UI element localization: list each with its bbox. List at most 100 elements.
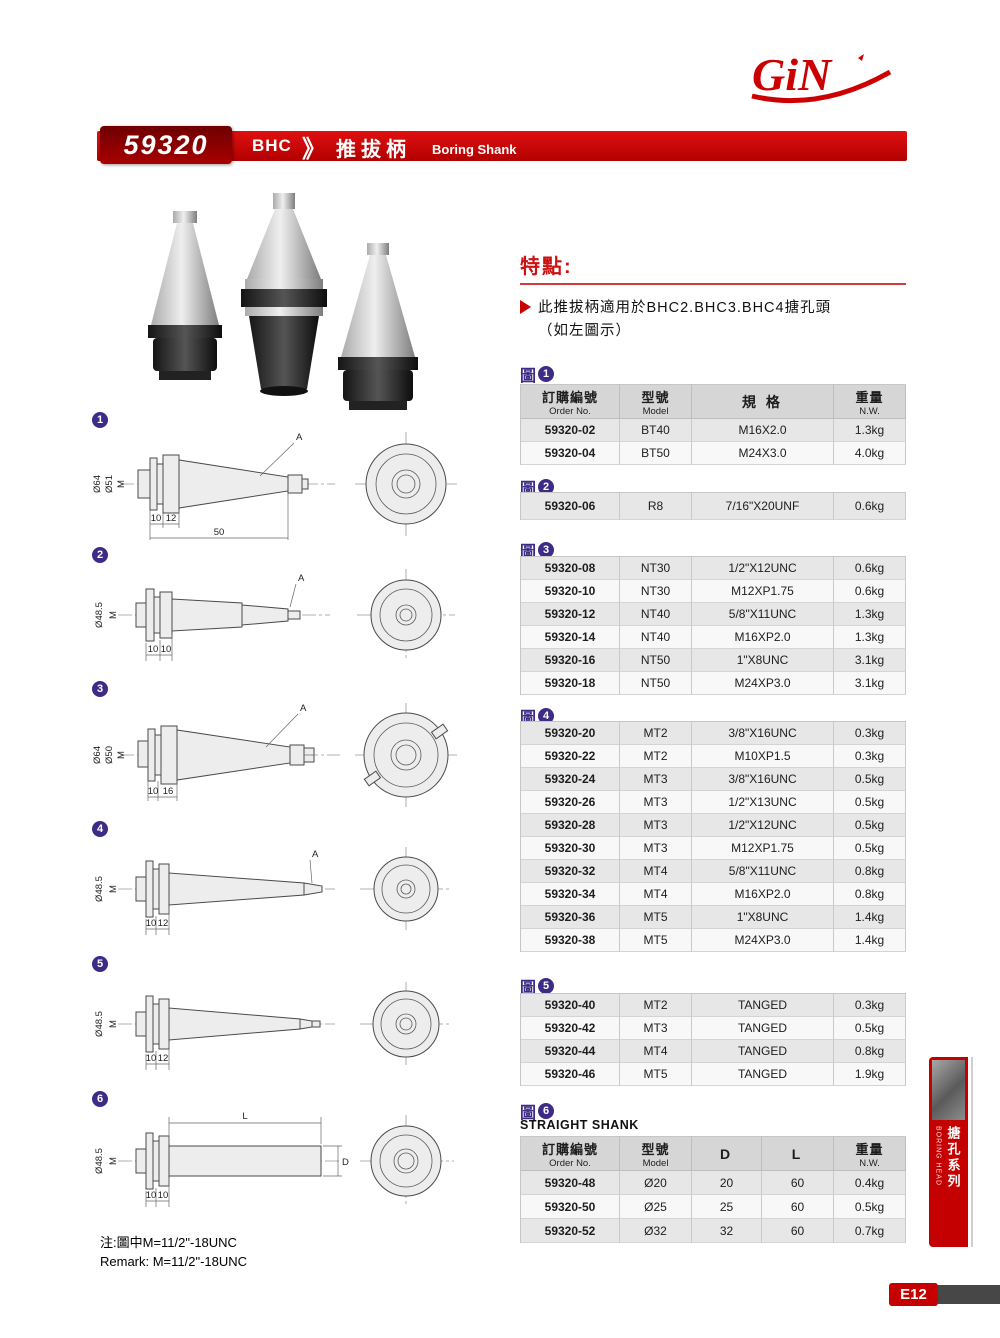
table-cell: 0.7kg xyxy=(834,1219,906,1243)
table-cell: TANGED xyxy=(692,1017,834,1040)
table-cell: 4.0kg xyxy=(834,442,906,465)
table-cell: 0.8kg xyxy=(834,1040,906,1063)
fig4-number-badge: 4 xyxy=(92,821,108,837)
table-cell: 59320-28 xyxy=(521,814,620,837)
table-cell: BT40 xyxy=(620,419,692,442)
col-order-zh: 訂購編號 xyxy=(541,389,598,405)
table-cell: 1"X8UNC xyxy=(692,906,834,929)
side-tab-texts: BORING HEAD 搪孔系列 xyxy=(929,1122,968,1247)
drawing-fig6: 6 Ø48.5 M L D 10 10 xyxy=(90,1091,475,1225)
table-cell: Ø20 xyxy=(620,1171,692,1195)
table-cell: NT50 xyxy=(620,649,692,672)
feature-item: 此推拔柄適用於BHC2.BHC3.BHC4搪孔頭 xyxy=(520,296,831,317)
col-order: 訂購編號 Order No. xyxy=(521,1137,620,1171)
dim-label: Ø48.5 xyxy=(94,1148,105,1174)
table-cell: 60 xyxy=(762,1219,834,1243)
dim-label: M xyxy=(108,1020,119,1028)
bullet-triangle-icon xyxy=(520,299,531,314)
fig4-badge: 4 xyxy=(538,708,555,724)
table-cell: 5/8"X11UNC xyxy=(692,860,834,883)
table-cell: 3.1kg xyxy=(834,672,906,695)
side-tab: BORING HEAD 搪孔系列 xyxy=(929,1057,968,1247)
dim-label: 10 xyxy=(161,644,172,655)
fig-word: 圖 xyxy=(520,368,537,385)
table-cell: 1.3kg xyxy=(834,626,906,649)
fig-word: 圖 xyxy=(520,1105,537,1122)
table-cell: MT4 xyxy=(620,1040,692,1063)
remark-note: 注:圖中M=11/2"-18UNC Remark: M=11/2"-18UNC xyxy=(100,1234,247,1272)
table-cell: M24XP3.0 xyxy=(692,672,834,695)
table-cell: 1/2"X12UNC xyxy=(692,814,834,837)
dim-label: M xyxy=(108,1157,119,1165)
page-title-en: Boring Shank xyxy=(432,142,517,157)
table-cell: 0.5kg xyxy=(834,1017,906,1040)
dim-label: 10 xyxy=(146,918,157,929)
col-l: L xyxy=(762,1137,834,1171)
table-cell: NT40 xyxy=(620,603,692,626)
table-cell: 59320-08 xyxy=(521,557,620,580)
table-header: 訂購編號 Order No. 型號 Model D L 重量 N.W. xyxy=(521,1137,906,1171)
dim-label: 10 xyxy=(146,1053,157,1064)
features-rule xyxy=(520,283,906,285)
fig6-table: 訂購編號 Order No. 型號 Model D L 重量 N.W. 5932… xyxy=(520,1136,906,1243)
table-cell: 59320-18 xyxy=(521,672,620,695)
table-cell: 0.5kg xyxy=(834,837,906,860)
table-cell: R8 xyxy=(620,493,692,520)
table-cell: M24XP3.0 xyxy=(692,929,834,952)
fig1-number-badge: 1 xyxy=(92,412,108,428)
dim-label: Ø51 xyxy=(104,475,115,493)
table-cell: 59320-26 xyxy=(521,791,620,814)
table-cell: 59320-52 xyxy=(521,1219,620,1243)
fig6-number-badge: 6 xyxy=(92,1091,108,1107)
col-spec-label: 規 格 xyxy=(742,393,783,410)
fig1-label: 圖 1 xyxy=(520,362,555,386)
table-cell: 3.1kg xyxy=(834,649,906,672)
table-cell: 59320-48 xyxy=(521,1171,620,1195)
table-cell: 59320-20 xyxy=(521,722,620,745)
table-cell: 60 xyxy=(762,1195,834,1219)
table-cell: NT30 xyxy=(620,557,692,580)
table-cell: M24X3.0 xyxy=(692,442,834,465)
table-cell: MT3 xyxy=(620,814,692,837)
side-tab-zh: 搪孔系列 xyxy=(945,1126,961,1190)
dim-label: L xyxy=(242,1111,247,1122)
table-cell: TANGED xyxy=(692,1040,834,1063)
col-model-zh: 型號 xyxy=(641,1141,670,1157)
col-order: 訂購編號 Order No. xyxy=(521,385,620,419)
table-cell: 59320-40 xyxy=(521,994,620,1017)
fig6-label: 圖 6 xyxy=(520,1099,555,1123)
table-cell: 59320-36 xyxy=(521,906,620,929)
table-cell: 1"X8UNC xyxy=(692,649,834,672)
dim-label: 12 xyxy=(166,513,177,524)
fig2-svg: Ø48.5 M A 10 10 xyxy=(94,569,455,661)
dim-label: A xyxy=(312,849,319,860)
table-cell: NT40 xyxy=(620,626,692,649)
table-cell: 0.5kg xyxy=(834,768,906,791)
page-number-bar xyxy=(938,1285,1000,1304)
fig5-svg: Ø48.5 M 10 12 xyxy=(94,982,452,1070)
gin-logo-graphic: GiN xyxy=(751,49,892,104)
fig5-badge: 5 xyxy=(538,978,555,994)
fig2-number-badge: 2 xyxy=(92,547,108,563)
col-spec: 規 格 xyxy=(692,385,834,419)
table-cell: 59320-38 xyxy=(521,929,620,952)
table-cell: 1.9kg xyxy=(834,1063,906,1086)
dim-label: M xyxy=(108,885,119,893)
table-cell: 0.5kg xyxy=(834,791,906,814)
feature-text-2: （如左圖示） xyxy=(538,323,631,339)
table-cell: M12XP1.75 xyxy=(692,837,834,860)
fig1-svg: Ø64 Ø51 M A 10 12 50 xyxy=(92,432,457,540)
col-model: 型號 Model xyxy=(620,1137,692,1171)
straight-shank-label: STRAIGHT SHANK xyxy=(520,1118,639,1132)
dim-label: 12 xyxy=(158,1053,169,1064)
